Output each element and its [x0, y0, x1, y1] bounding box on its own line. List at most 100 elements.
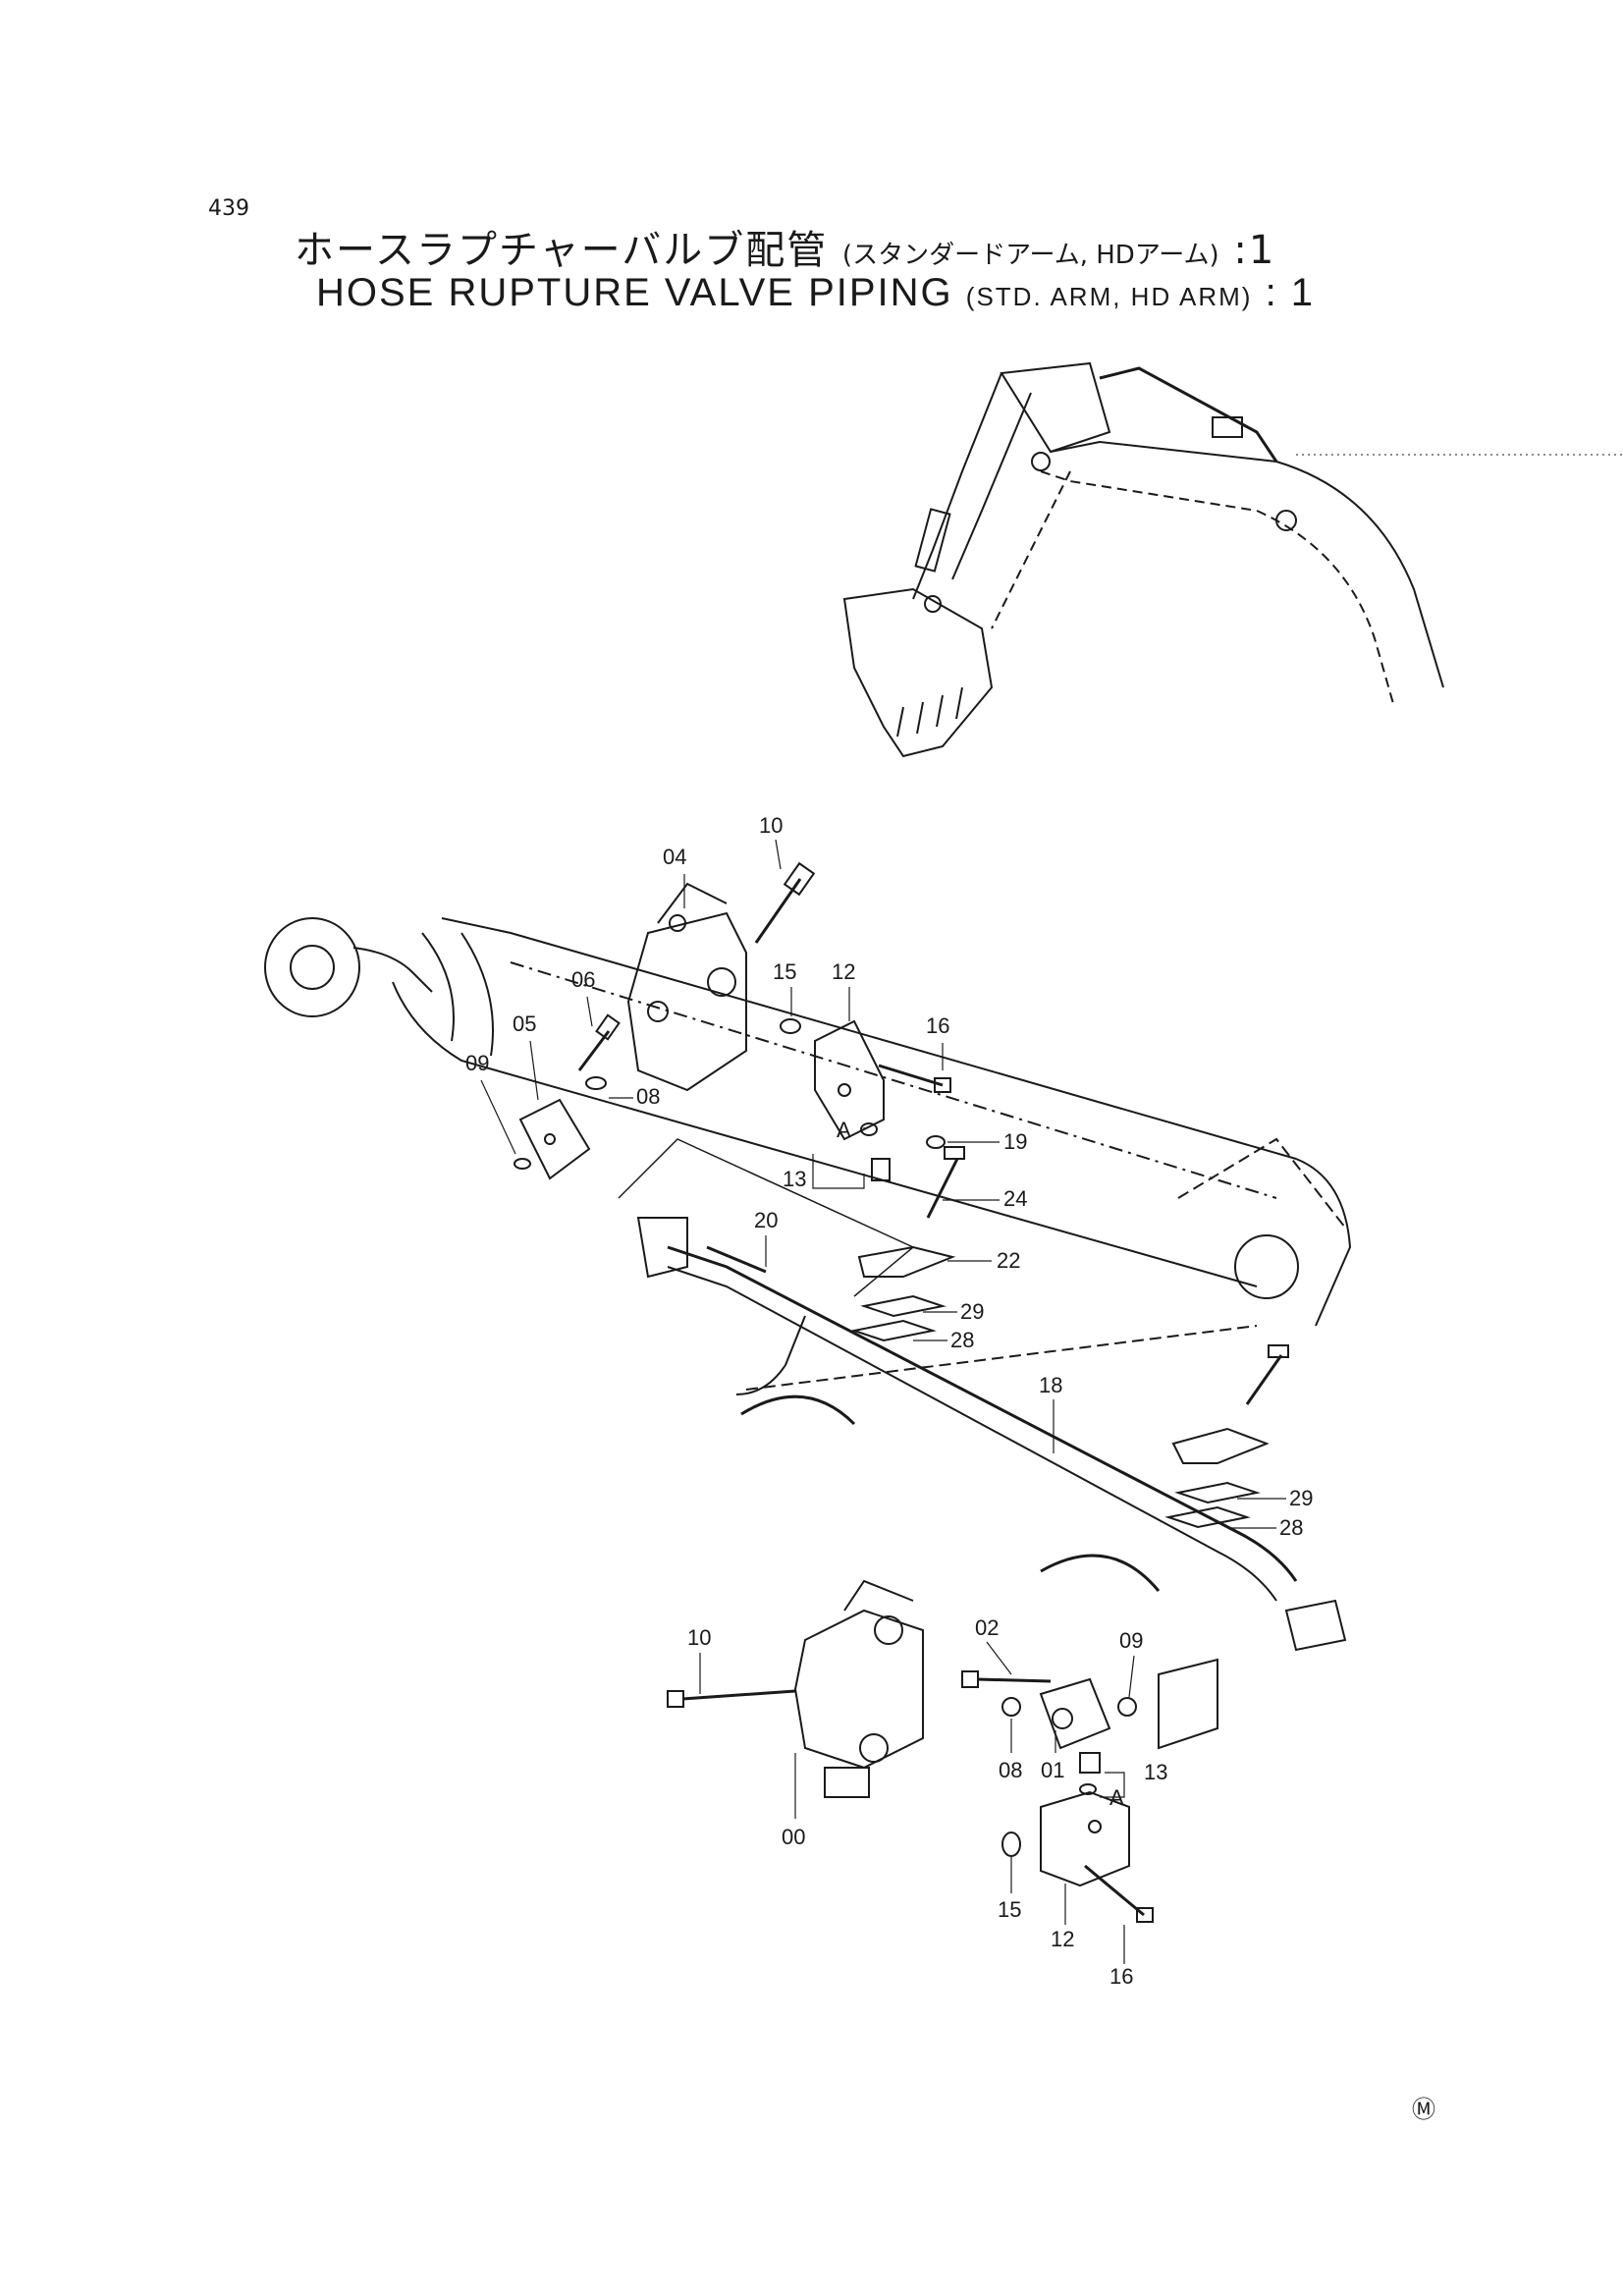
leader-02	[986, 1641, 1012, 1675]
clamp-1	[740, 1394, 856, 1426]
bracket-right-body	[1171, 1427, 1270, 1464]
connection-outline	[618, 1138, 915, 1297]
cylinder-hidden-edge	[745, 1325, 1258, 1391]
callout-28-upper: 28	[950, 1328, 974, 1352]
plug-13-lower	[1079, 1752, 1101, 1795]
leader-13-upper	[812, 1154, 865, 1189]
shim-28-right	[1164, 1505, 1251, 1529]
valve-00-outlet	[859, 1733, 889, 1763]
bolt-16-head	[934, 1077, 951, 1093]
plug-13-oring	[860, 1122, 878, 1136]
bolt-24-head	[944, 1146, 965, 1160]
callout-18: 18	[1039, 1373, 1062, 1397]
callout-29-right: 29	[1289, 1486, 1313, 1510]
bolt-16-lower-shank	[1084, 1864, 1145, 1917]
callout-00: 00	[782, 1825, 805, 1849]
cylinder-lower-edge	[392, 981, 1258, 1287]
block-01	[1039, 1677, 1111, 1750]
leader-09-upper	[480, 1079, 516, 1155]
bolt-10-upper	[754, 861, 816, 944]
callout-a-lower: A	[1109, 1785, 1124, 1810]
leader-05	[529, 1040, 539, 1101]
bucket-cylinder	[914, 508, 951, 573]
valve-00-top	[843, 1579, 914, 1612]
arm-front-edge	[912, 372, 1002, 600]
block-12-lower	[1040, 1790, 1130, 1887]
bolt-02-head	[961, 1670, 979, 1688]
title-japanese: ホースラプチャーバルブ配管 (スタンダードアーム, HDアーム) :1	[295, 218, 1275, 275]
block-01-body	[1039, 1677, 1111, 1750]
callout-a-upper: A	[837, 1118, 851, 1142]
callout-10-upper: 10	[759, 813, 783, 838]
callout-labels: 04 10 06 05 09 15 12 08 16 19 A 13 24 20…	[465, 813, 1313, 1989]
cylinder-body-left	[735, 1315, 806, 1395]
pipe-18	[636, 1217, 1347, 1652]
bolt-10-head	[783, 861, 816, 897]
cylinder-centerline	[510, 961, 1277, 1199]
title-japanese-main: ホースラプチャーバルブ配管	[295, 228, 829, 273]
bucket-teeth	[896, 686, 963, 738]
bolt-06-shank	[577, 1030, 611, 1071]
arm-cylinder	[264, 917, 1352, 1592]
page-number: 439	[208, 196, 249, 221]
oring-15-upper	[780, 1018, 801, 1034]
bolt-06-head	[595, 1013, 621, 1041]
plug-13-upper	[860, 1122, 891, 1181]
cylinder-ring-2	[460, 932, 494, 1057]
arm-rear-edge	[951, 392, 1032, 580]
excavator-arm-overview	[842, 361, 1623, 758]
pipe-start-flange	[636, 1217, 688, 1279]
callout-10-lower: 10	[687, 1625, 711, 1650]
callout-28-right: 28	[1279, 1515, 1303, 1540]
block-12-lower-port	[1088, 1820, 1102, 1833]
oring-09-lower	[1117, 1697, 1137, 1717]
hose-routing	[1099, 366, 1278, 463]
oring-15-lower	[1001, 1831, 1021, 1857]
callout-05: 05	[513, 1011, 536, 1036]
bolt-16-upper	[878, 1064, 951, 1093]
callout-13-lower: 13	[1144, 1760, 1167, 1784]
bolt-02-shank	[976, 1677, 1052, 1683]
leader-lines	[480, 839, 1286, 1964]
block-12-port	[838, 1083, 851, 1097]
boom-upper-edge	[1050, 440, 1444, 688]
arm-pin	[1031, 452, 1051, 471]
block-01-port	[1052, 1708, 1073, 1729]
arm-hidden-edge	[991, 470, 1071, 629]
bracket-22-body	[857, 1245, 956, 1278]
bolt-10-lower-shank	[681, 1689, 796, 1701]
callout-19: 19	[1003, 1129, 1027, 1154]
callout-06: 06	[571, 967, 595, 992]
valve-00	[793, 1579, 924, 1798]
valve-04-top	[657, 882, 728, 924]
callout-16-upper: 16	[926, 1013, 949, 1038]
bracket-right	[1164, 1344, 1289, 1529]
plate-05	[518, 1098, 591, 1180]
oring-19	[926, 1135, 946, 1149]
bolt-16-lower	[1084, 1864, 1154, 1923]
bolt-06	[577, 1013, 621, 1071]
bolt-10-lower	[667, 1689, 796, 1708]
pipe-lower	[667, 1266, 1277, 1602]
cylinder-upper-edge	[441, 917, 1297, 1160]
plug-13-body	[871, 1158, 891, 1181]
title-english-suffix: : 1	[1265, 271, 1316, 314]
callout-09-upper: 09	[465, 1051, 489, 1075]
callout-12-lower: 12	[1051, 1927, 1074, 1951]
cylinder-eye-hole	[290, 945, 335, 990]
title-english-main: HOSE RUPTURE VALVE PIPING	[316, 271, 953, 314]
title-english: HOSE RUPTURE VALVE PIPING (STD. ARM, HD …	[316, 271, 1315, 315]
plug-13-lower-oring	[1079, 1783, 1097, 1795]
leader-10-upper	[775, 839, 782, 870]
cylinder-ring-1	[421, 932, 455, 1042]
valve-04-port	[669, 914, 686, 932]
m-mark: Ⓜ	[1412, 2096, 1435, 2123]
pipe-upper	[667, 1245, 1298, 1582]
bucket-pin	[924, 595, 942, 613]
cylinder-rod-eye	[1234, 1234, 1299, 1299]
bolt-16-shank	[878, 1064, 944, 1087]
valve-04-body	[626, 911, 747, 1092]
bolt-10-shank	[754, 878, 802, 944]
callout-29-upper: 29	[960, 1299, 984, 1324]
